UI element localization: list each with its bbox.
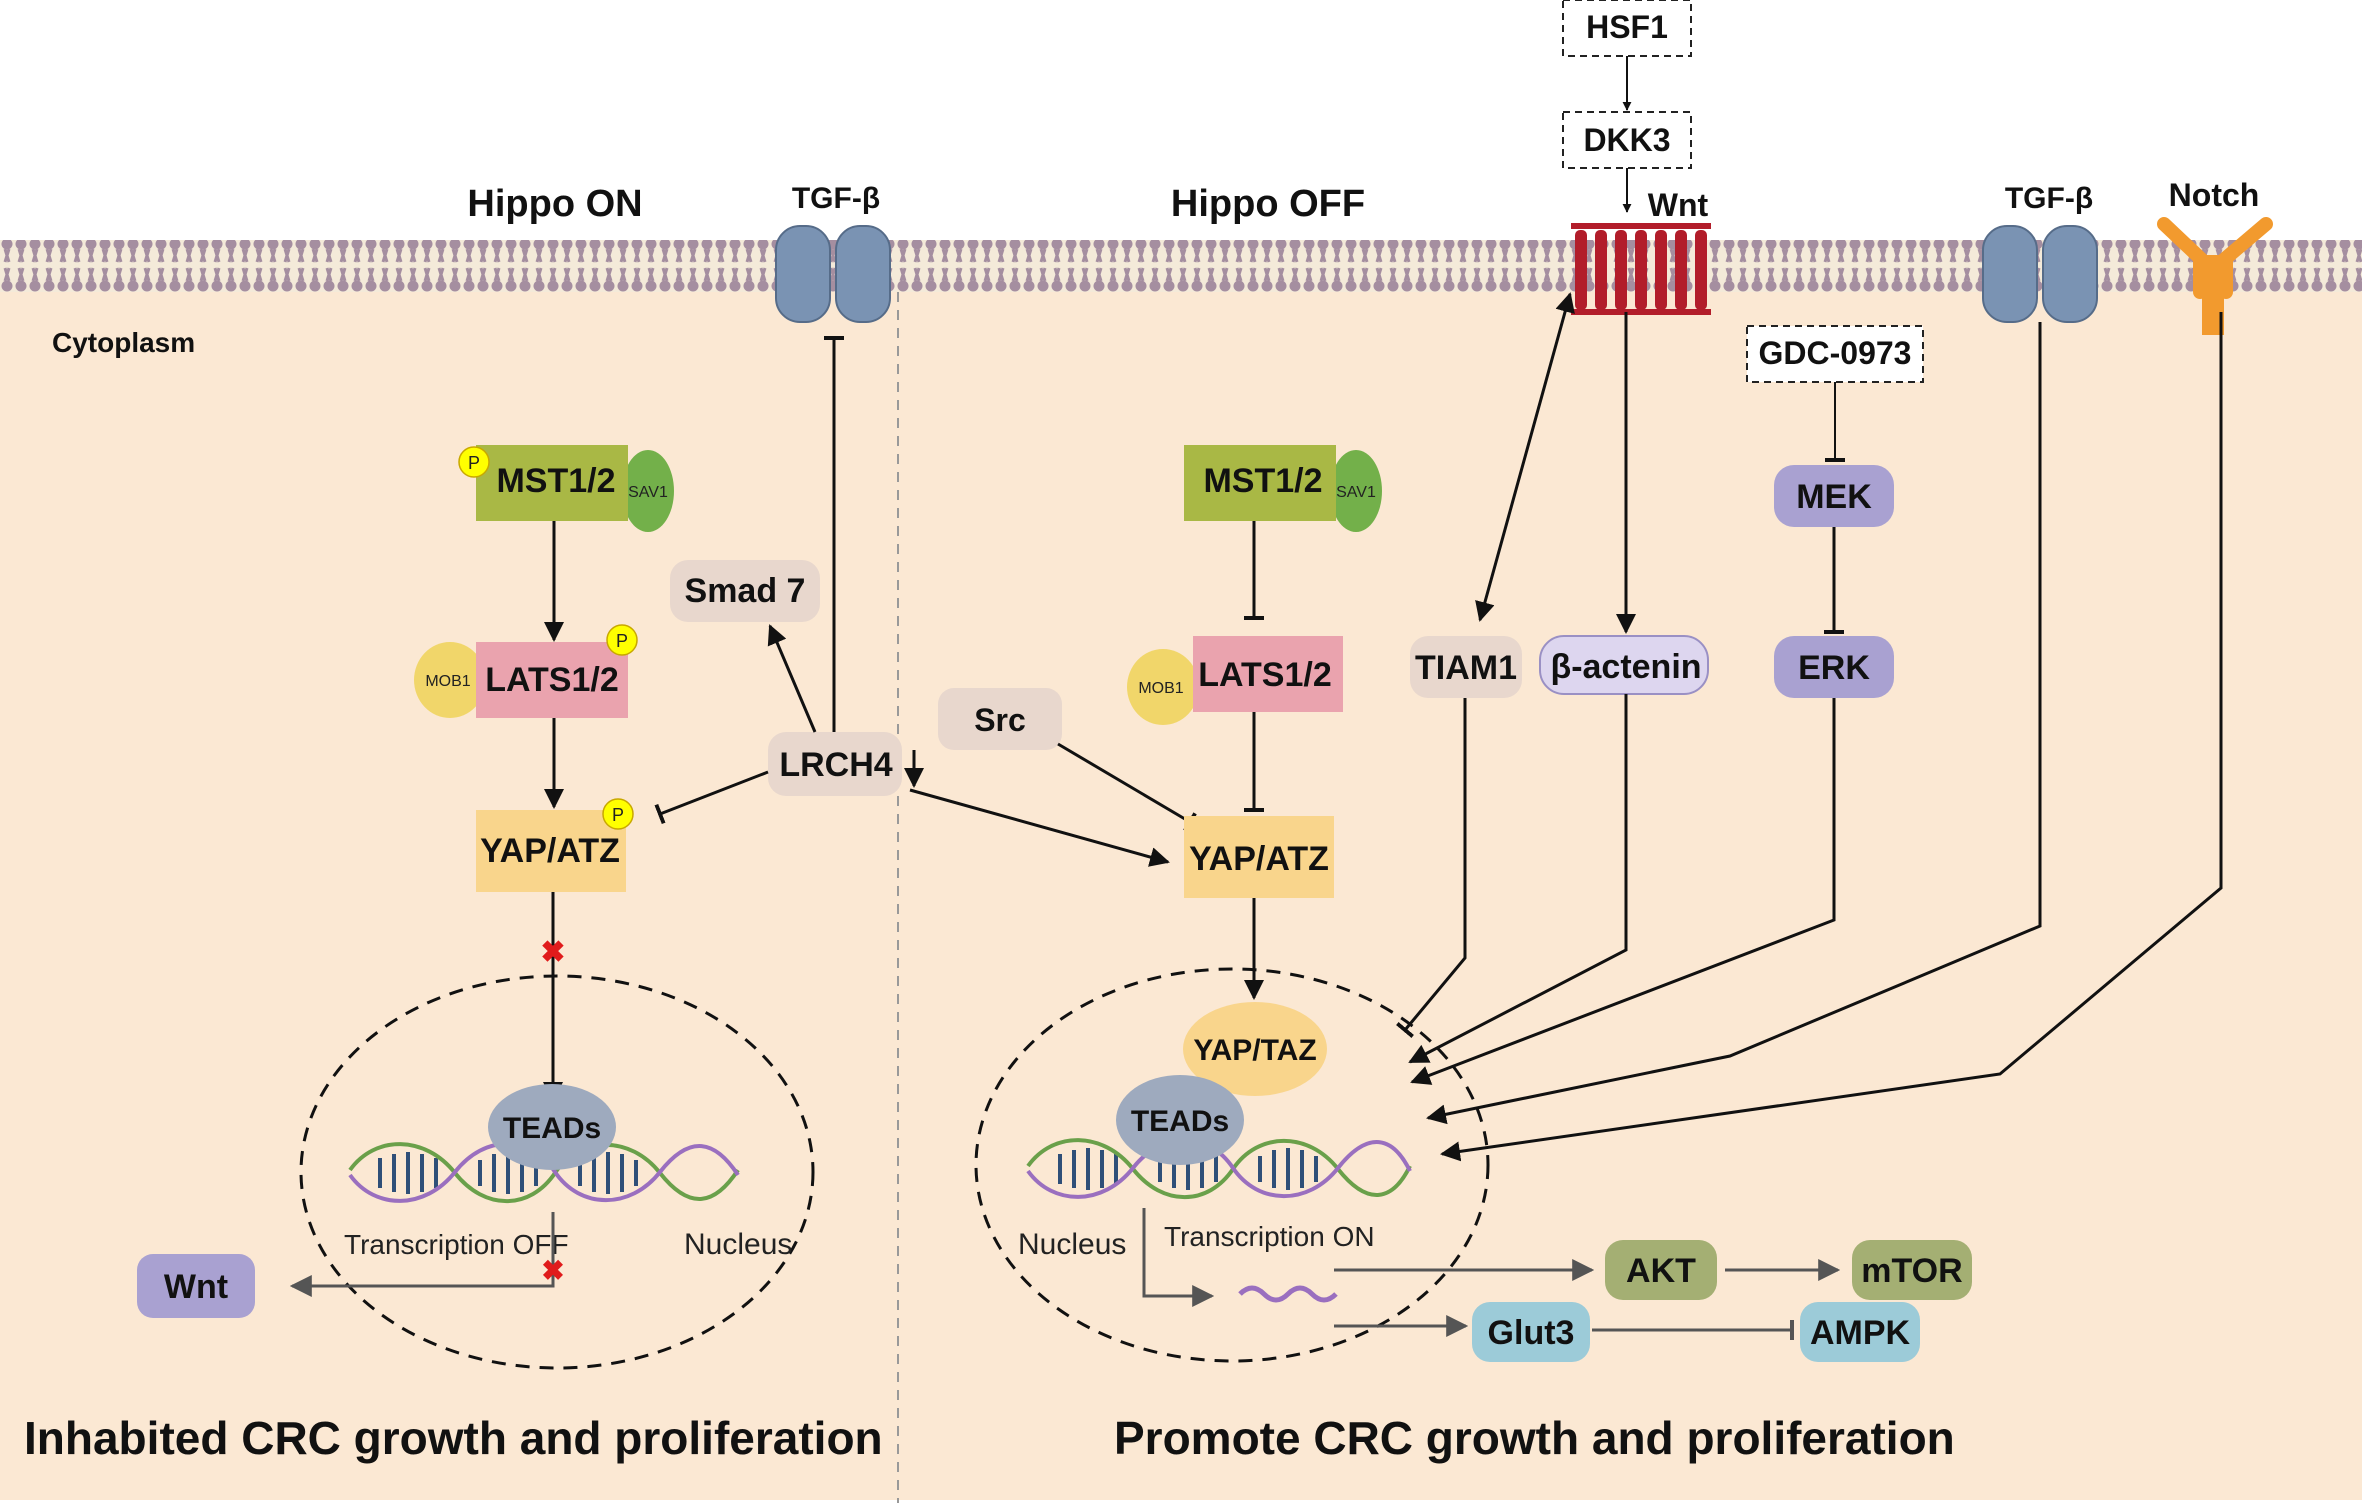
akt-box (1605, 1240, 1717, 1300)
src-box (938, 688, 1062, 750)
svg-text:P: P (468, 453, 480, 473)
sav1-left (622, 450, 674, 532)
svg-text:YAP/ATZ: YAP/ATZ (480, 832, 620, 870)
mtor-box (1852, 1240, 1972, 1300)
blocked-icon: ✖ (541, 1255, 564, 1286)
dna-helix-icon (348, 1141, 740, 1204)
mob1-left (414, 642, 486, 718)
svg-text:SAV1: SAV1 (628, 484, 668, 501)
svg-text:MST1/2: MST1/2 (1203, 462, 1322, 500)
svg-text:Nucleus: Nucleus (684, 1228, 792, 1261)
hippo-off-title: Hippo OFF (1171, 183, 1365, 225)
mob1-right (1127, 649, 1199, 725)
svg-text:ERK: ERK (1798, 649, 1870, 687)
ampk-box (1800, 1302, 1920, 1362)
erk-to-nucleus (1410, 698, 1836, 1085)
cytoplasm-label: Cytoplasm (52, 327, 195, 358)
svg-text:Wnt: Wnt (164, 1268, 228, 1306)
tgf-beta-receptor-icon (775, 225, 891, 323)
beta-catenin-to-nucleus (1408, 694, 1628, 1064)
src-inhibits-yap (1057, 742, 1197, 832)
tiam1-inhibits-nucleus (1396, 698, 1467, 1038)
tgf-beta-left-label: TGF-β (792, 182, 880, 215)
svg-text:MEK: MEK (1796, 478, 1872, 516)
wnt-output-box (137, 1254, 255, 1318)
svg-text:mTOR: mTOR (1861, 1252, 1962, 1290)
smad7-box (670, 560, 820, 622)
svg-text:Transcription ON: Transcription ON (1164, 1221, 1375, 1252)
yap-atz-right (1184, 816, 1334, 898)
svg-text:MOB1: MOB1 (1138, 680, 1183, 697)
svg-text:AMPK: AMPK (1810, 1314, 1911, 1352)
svg-text:TEADs: TEADs (1131, 1105, 1229, 1138)
svg-text:P: P (612, 805, 624, 825)
svg-text:P: P (616, 631, 628, 651)
nucleus-left (299, 974, 815, 1370)
lrch4-to-smad7 (767, 624, 817, 733)
right-footer: Promote CRC growth and proliferation (1114, 1412, 1955, 1464)
svg-text:YAP/TAZ: YAP/TAZ (1193, 1034, 1316, 1067)
lats12-right (1193, 636, 1343, 712)
tgf-beta-to-nucleus (1426, 322, 2042, 1125)
yap-atz-left (476, 810, 626, 892)
frizzled-receptor-icon (1571, 223, 1711, 315)
tgf-beta-right-label: TGF-β (2005, 182, 2093, 215)
mst12-right (1184, 445, 1336, 521)
blocked-icon: ✖ (540, 936, 565, 969)
svg-text:LATS1/2: LATS1/2 (1198, 656, 1332, 694)
lrch4-to-yap-right (909, 788, 1170, 867)
lrch4-box (768, 732, 902, 796)
dkk3-label: DKK3 (1583, 122, 1670, 158)
erk-box (1774, 636, 1894, 698)
mst12-left (476, 445, 628, 521)
svg-text:LRCH4: LRCH4 (779, 746, 892, 784)
left-footer: Inhabited CRC growth and proliferation (24, 1412, 883, 1464)
sav1-right (1330, 450, 1382, 532)
svg-text:TEADs: TEADs (503, 1112, 601, 1145)
teads-right (1116, 1075, 1244, 1165)
dkk3-box (1562, 111, 1692, 169)
mrna-icon (1238, 1285, 1338, 1303)
svg-text:AKT: AKT (1626, 1252, 1696, 1290)
gdc-0973-box (1746, 325, 1924, 383)
phosphate-icon (606, 624, 638, 656)
svg-text:Smad 7: Smad 7 (685, 572, 806, 610)
hippo-on-title: Hippo ON (467, 183, 642, 225)
hsf1-label: HSF1 (1586, 9, 1668, 45)
yap-taz-nuclear (1183, 1002, 1327, 1096)
svg-text:MST1/2: MST1/2 (496, 462, 615, 500)
svg-text:TIAM1: TIAM1 (1415, 649, 1517, 687)
svg-text:YAP/ATZ: YAP/ATZ (1189, 840, 1329, 878)
wnt-receptor-label: Wnt (1648, 187, 1709, 223)
svg-text:LATS1/2: LATS1/2 (485, 661, 619, 699)
tiam1-box (1410, 636, 1522, 698)
svg-text:Src: Src (974, 702, 1026, 738)
hsf1-box (1562, 0, 1692, 57)
beta-catenin-box (1539, 635, 1709, 695)
tgf-beta-receptor-icon (1982, 225, 2098, 323)
cell-membrane (0, 240, 2362, 292)
notch-to-nucleus (1440, 312, 2223, 1162)
svg-text:Transcription OFF: Transcription OFF (344, 1229, 569, 1260)
phosphate-icon (458, 446, 490, 478)
svg-text:SAV1: SAV1 (1336, 484, 1376, 501)
nucleus-right (974, 967, 1490, 1363)
phosphate-icon (602, 798, 634, 830)
svg-text:Glut3: Glut3 (1488, 1314, 1575, 1352)
cytoplasm-area (0, 292, 2362, 1500)
teads-left (488, 1084, 616, 1170)
lrch4-inhibits-yap (654, 770, 769, 825)
tiam1-wnt-link (1475, 292, 1575, 622)
mek-box (1774, 465, 1894, 527)
notch-receptor-icon (2157, 217, 2273, 335)
lats12-left (476, 642, 628, 718)
notch-label: Notch (2169, 177, 2260, 213)
svg-text:β-actenin: β-actenin (1550, 648, 1701, 686)
svg-text:MOB1: MOB1 (425, 673, 470, 690)
svg-text:Nucleus: Nucleus (1018, 1228, 1126, 1261)
gdc-0973-label: GDC-0973 (1759, 335, 1912, 371)
glut3-box (1472, 1302, 1590, 1362)
